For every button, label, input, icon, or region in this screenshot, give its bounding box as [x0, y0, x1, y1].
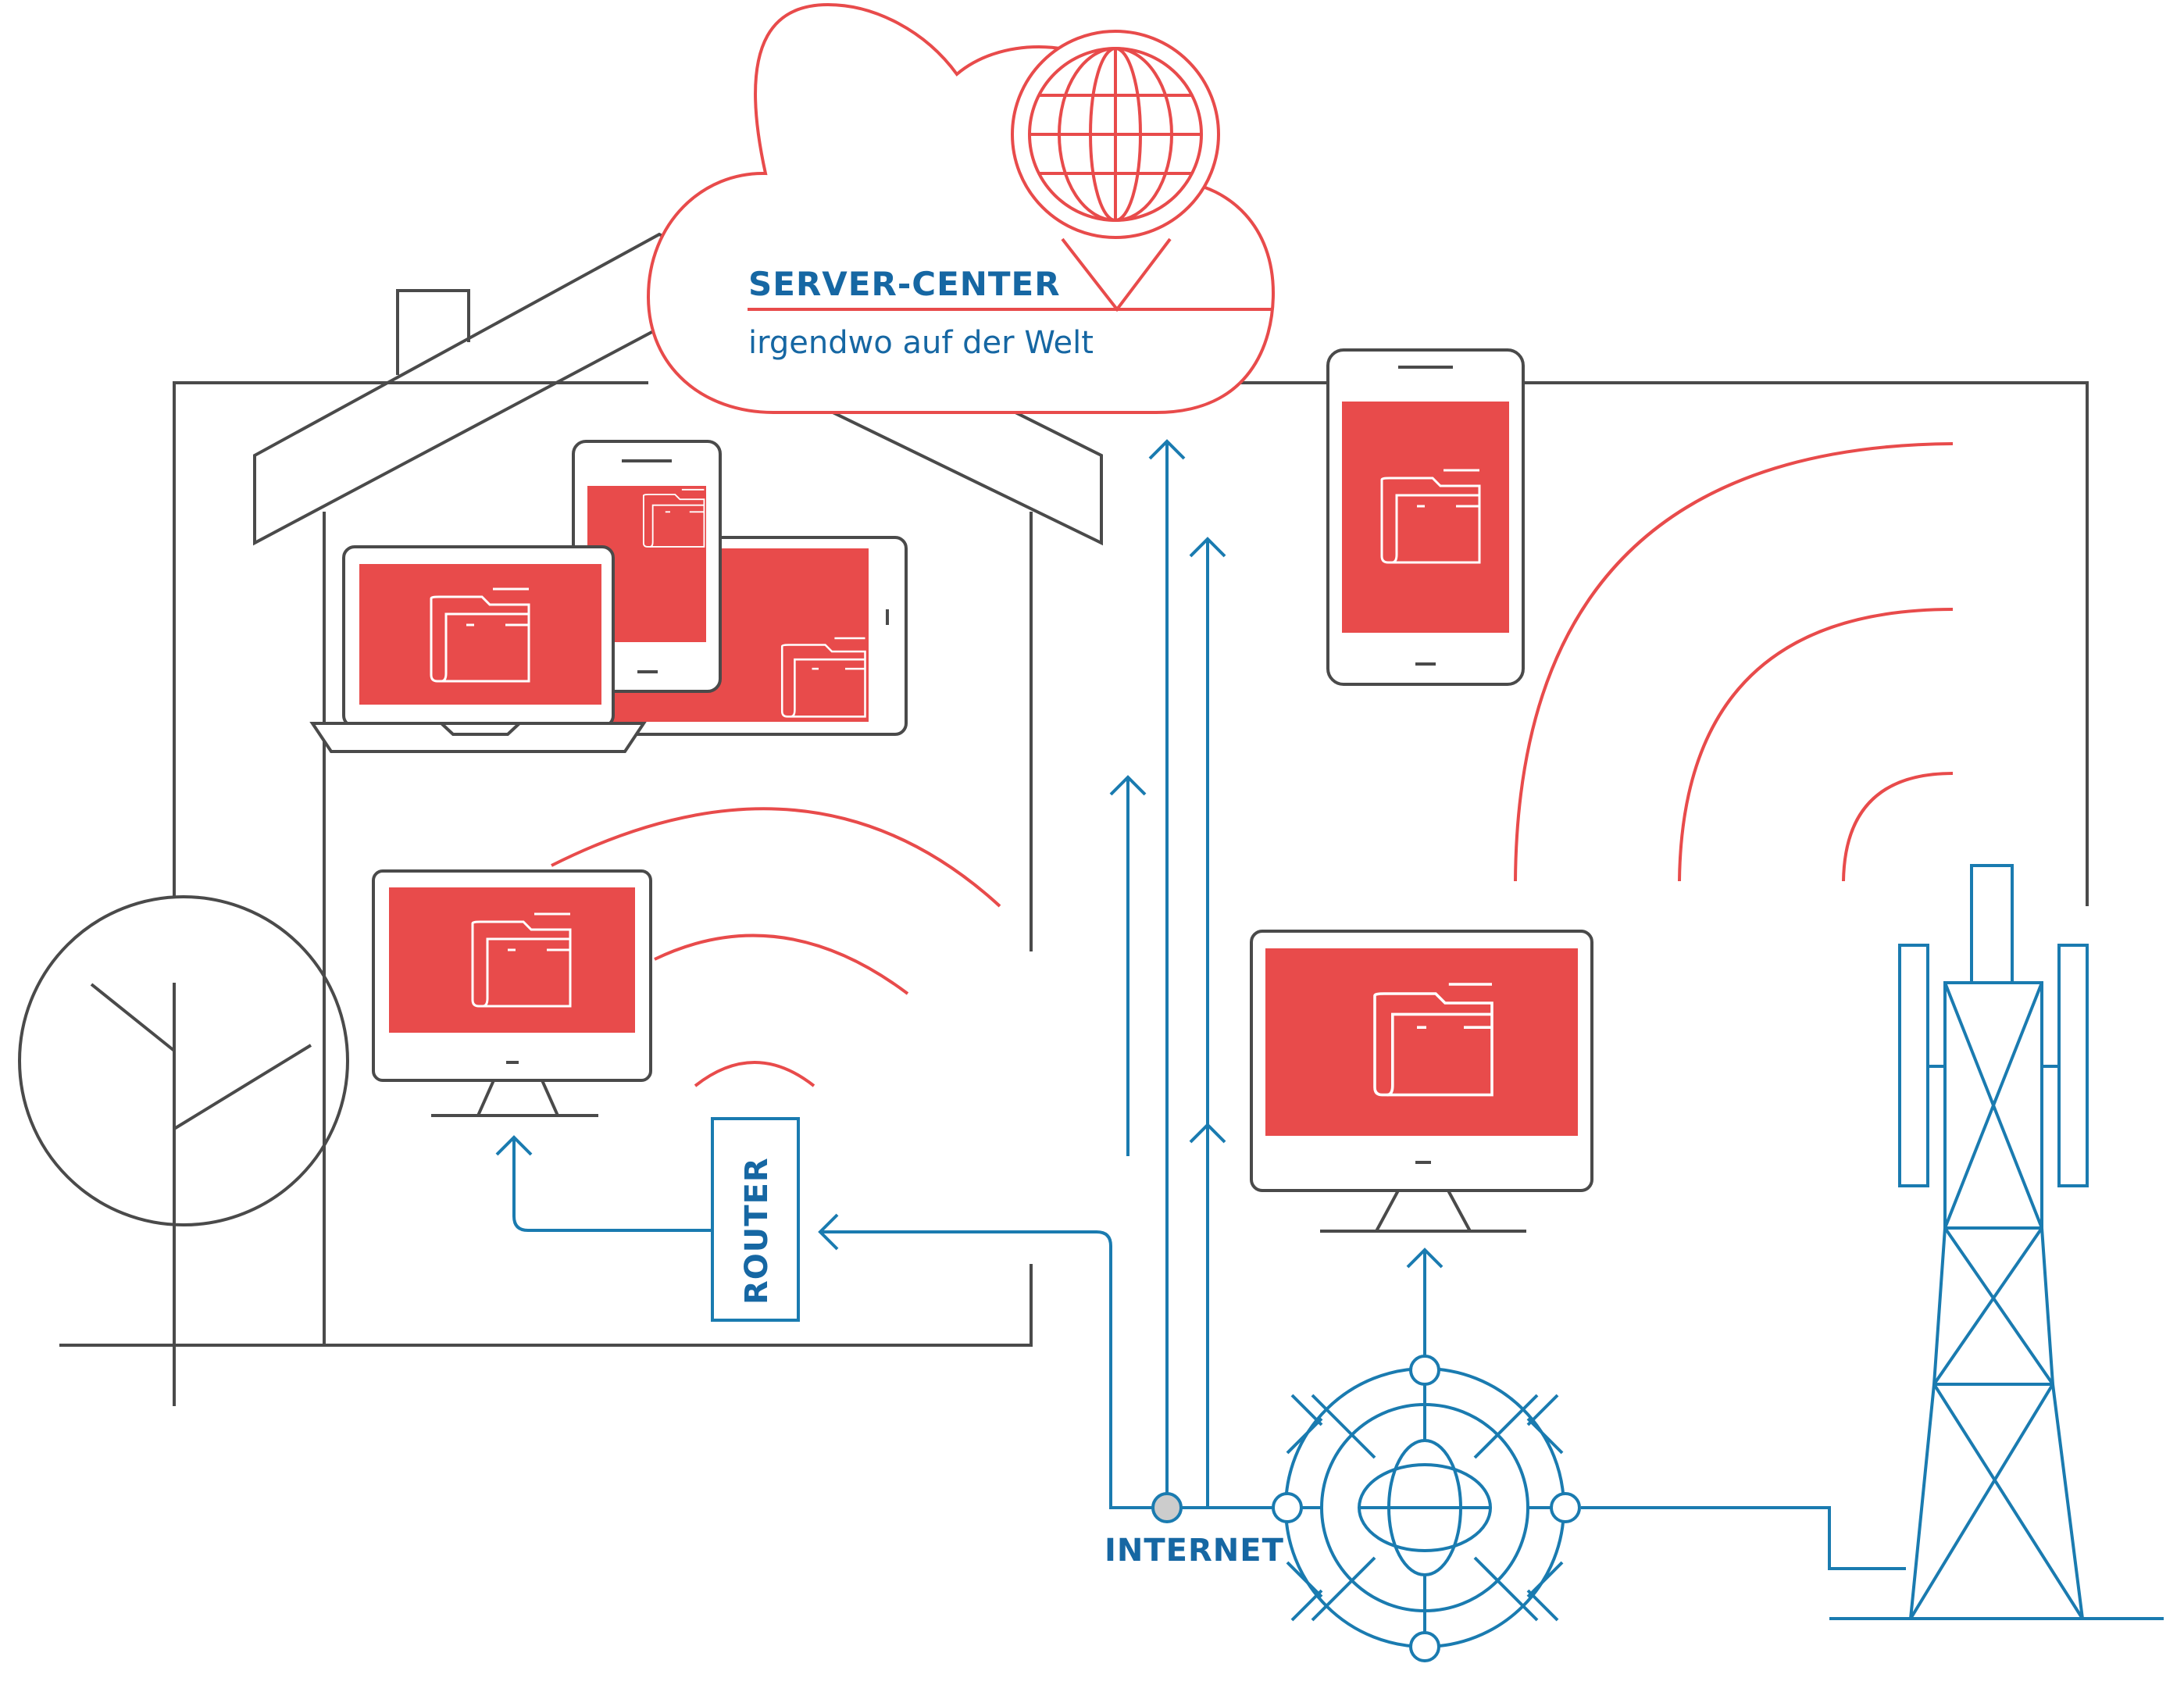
internet-node [1151, 1492, 1183, 1523]
server-center-title: SERVER-CENTER [748, 265, 1061, 303]
router-label: ROUTER [739, 1157, 775, 1305]
server-center-subtitle: irgendwo auf der Welt [748, 325, 1094, 361]
wifi-signal-icon [551, 807, 1001, 1087]
desktop-monitor-icon [1250, 930, 1593, 1233]
laptop-icon [309, 545, 647, 753]
internet-hub-icon [1272, 1355, 1581, 1662]
cell-tower-icon [1829, 864, 2164, 1620]
house-icon [173, 232, 2089, 1345]
globe-pin-icon [1011, 30, 1220, 312]
desktop-monitor-icon [372, 869, 652, 1117]
wifi-signal-icon [1514, 442, 1954, 882]
tree-icon [18, 895, 349, 1406]
router-box-icon [711, 1117, 800, 1322]
smartphone-icon [1326, 348, 1525, 686]
internet-label: INTERNET [1104, 1533, 1284, 1569]
connection-lines [495, 439, 1906, 1570]
